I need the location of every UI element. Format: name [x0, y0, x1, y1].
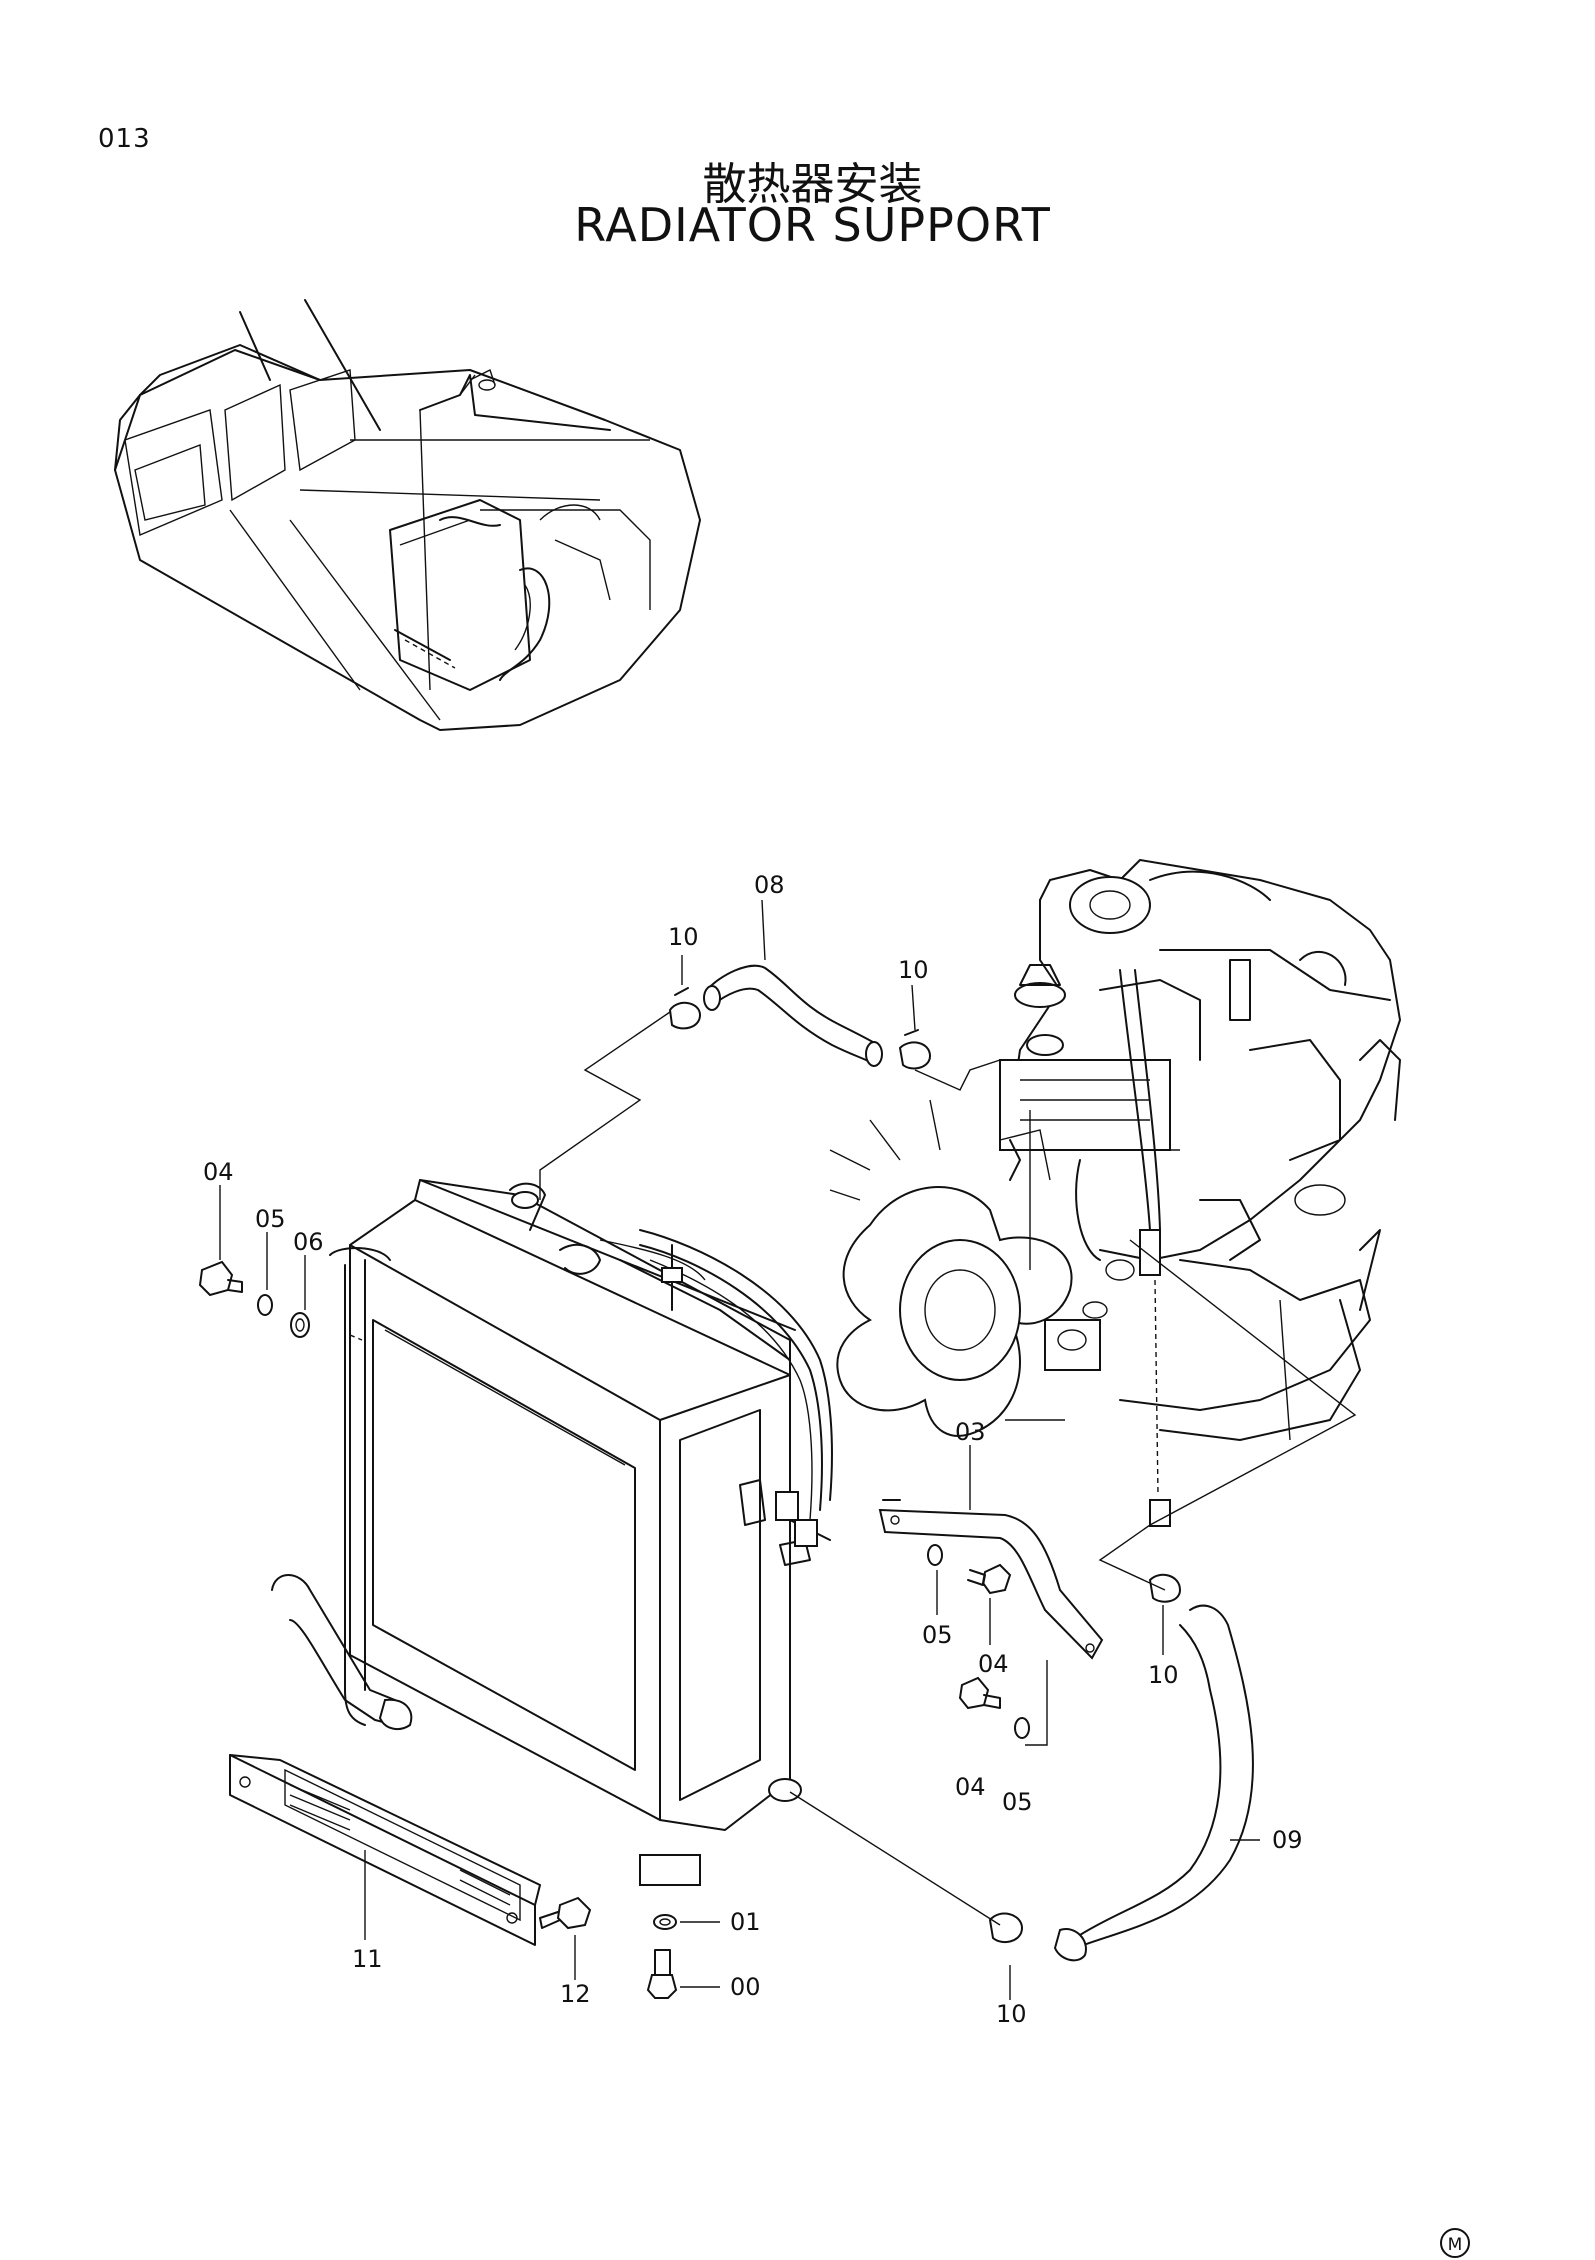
engine-assembly: [829, 859, 1401, 1527]
hardware: [198, 1260, 1030, 1999]
m-mark-symbol: M: [1440, 2228, 1470, 2258]
stay-bracket: [878, 1499, 1104, 1660]
callout-11: 11: [352, 1945, 383, 1973]
callout-04-a: 04: [203, 1158, 234, 1186]
callout-03: 03: [955, 1418, 986, 1446]
callout-04-c: 04: [955, 1773, 986, 1801]
callout-10-a: 10: [668, 923, 699, 951]
callout-05-c: 05: [1002, 1788, 1033, 1816]
front-cover: [229, 1754, 541, 1946]
callout-10-d: 10: [996, 2000, 1027, 2028]
callouts: 08 10 10 04 05 06 03 05 04 10 04 05 09 0…: [203, 871, 1303, 2028]
callout-01: 01: [730, 1908, 761, 1936]
page-number: 013: [98, 124, 151, 154]
radiator: [271, 1179, 833, 1886]
callout-06: 06: [293, 1228, 324, 1256]
callout-00: 00: [730, 1973, 761, 2001]
title-english: RADIATOR SUPPORT: [574, 198, 1051, 252]
upper-hose: [668, 964, 932, 1070]
callout-12: 12: [560, 1980, 591, 2008]
callout-05-b: 05: [922, 1621, 953, 1649]
callout-10-b: 10: [898, 956, 929, 984]
title-chinese: 散热器安装: [702, 159, 923, 210]
callout-09: 09: [1272, 1826, 1303, 1854]
callout-04-b: 04: [978, 1650, 1009, 1678]
lower-hose: [988, 1573, 1254, 1962]
excavator-overview: [114, 299, 701, 731]
callout-08: 08: [754, 871, 785, 899]
callout-05-a: 05: [255, 1205, 286, 1233]
callout-10-c: 10: [1148, 1661, 1179, 1689]
leader-lines: [219, 899, 1357, 2000]
